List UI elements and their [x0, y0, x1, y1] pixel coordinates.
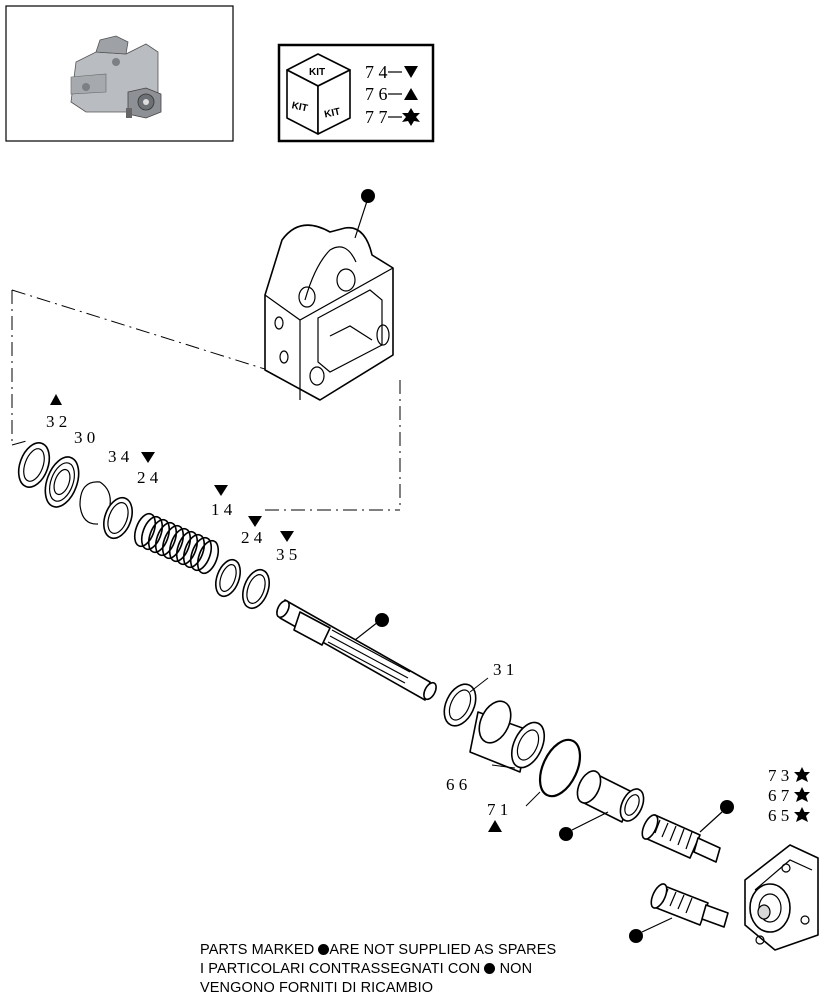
kit-row-2-number: 7 6 [365, 84, 388, 104]
star-icon [402, 108, 420, 126]
label-31: 3 1 [493, 660, 514, 679]
note-line-2-end: NON [495, 961, 533, 977]
label-66: 6 6 [446, 775, 467, 794]
label-34: 3 4 [108, 447, 130, 466]
shim-ring [103, 496, 133, 540]
kit-cube-icon: KIT KIT KIT [286, 53, 351, 135]
triangle-down-icon [404, 66, 418, 78]
drive-shaft [276, 599, 437, 701]
retaining-ring [242, 568, 270, 610]
star-icon [794, 807, 810, 822]
housing-cover [264, 189, 394, 401]
part-labels: 3 2 3 0 3 4 2 4 1 4 2 4 3 5 3 1 6 6 7 1 … [46, 394, 810, 832]
kit-row-1-number: 7 4 [365, 62, 388, 82]
triangle-down-icon [141, 452, 155, 463]
kit-legend: KIT KIT KIT 7 4 7 6 7 7 [277, 43, 435, 143]
kit-cube-label-top: KIT [309, 67, 325, 78]
label-32: 3 2 [46, 412, 67, 431]
label-71: 7 1 [487, 800, 508, 819]
bullet-dot-icon [318, 944, 330, 955]
bushing-sleeve [469, 700, 546, 773]
triangle-up-icon [50, 394, 62, 405]
kit-row-3-number: 7 7 [365, 107, 388, 127]
kit-cube-label-right: KIT [323, 106, 341, 120]
note-line-1: PARTS MARKED ARE NOT SUPPLIED AS SPARES [200, 941, 620, 960]
bearing [44, 456, 80, 508]
label-24b: 2 4 [241, 528, 263, 547]
note-line-1-start: PARTS MARKED [200, 942, 319, 958]
triangle-down-icon [248, 516, 262, 527]
phantom-outline [11, 289, 401, 511]
note-line-2: I PARTICOLARI CONTRASSEGNATI CON NON [200, 960, 620, 979]
triangle-down-icon [214, 485, 228, 496]
thrust-washer [214, 558, 242, 598]
note-line-1-end: ARE NOT SUPPLIED AS SPARES [329, 942, 557, 958]
triangle-up-icon [404, 88, 418, 100]
kit-cube-label-left: KIT [291, 100, 309, 114]
label-67: 6 7 [768, 786, 790, 805]
star-icon [794, 787, 810, 802]
note-line-3: VENGONO FORNITI DI RICAMBIO [200, 980, 434, 996]
label-24a: 2 4 [137, 468, 159, 487]
label-65: 6 5 [768, 806, 789, 825]
spring [133, 512, 220, 575]
label-14: 1 4 [211, 500, 233, 519]
end-cover [744, 844, 819, 951]
bushing-sleeve-outer [559, 770, 645, 841]
label-30: 3 0 [74, 428, 95, 447]
label-35: 3 5 [276, 545, 297, 564]
circlip [79, 481, 111, 525]
o-ring [525, 738, 582, 807]
triangle-up-icon [488, 820, 502, 832]
seal-ring [17, 442, 51, 488]
assembly-thumbnail [5, 5, 234, 142]
gear-shaft-lower [629, 883, 729, 943]
label-73: 7 3 [768, 766, 789, 785]
star-icon [794, 767, 810, 782]
needle-bearing [443, 677, 489, 727]
bullet-dot-icon [484, 963, 496, 974]
gear-shaft-upper [641, 800, 734, 863]
triangle-down-icon [280, 531, 294, 542]
note-line-2-start: I PARTICOLARI CONTRASSEGNATI CON [200, 961, 485, 977]
